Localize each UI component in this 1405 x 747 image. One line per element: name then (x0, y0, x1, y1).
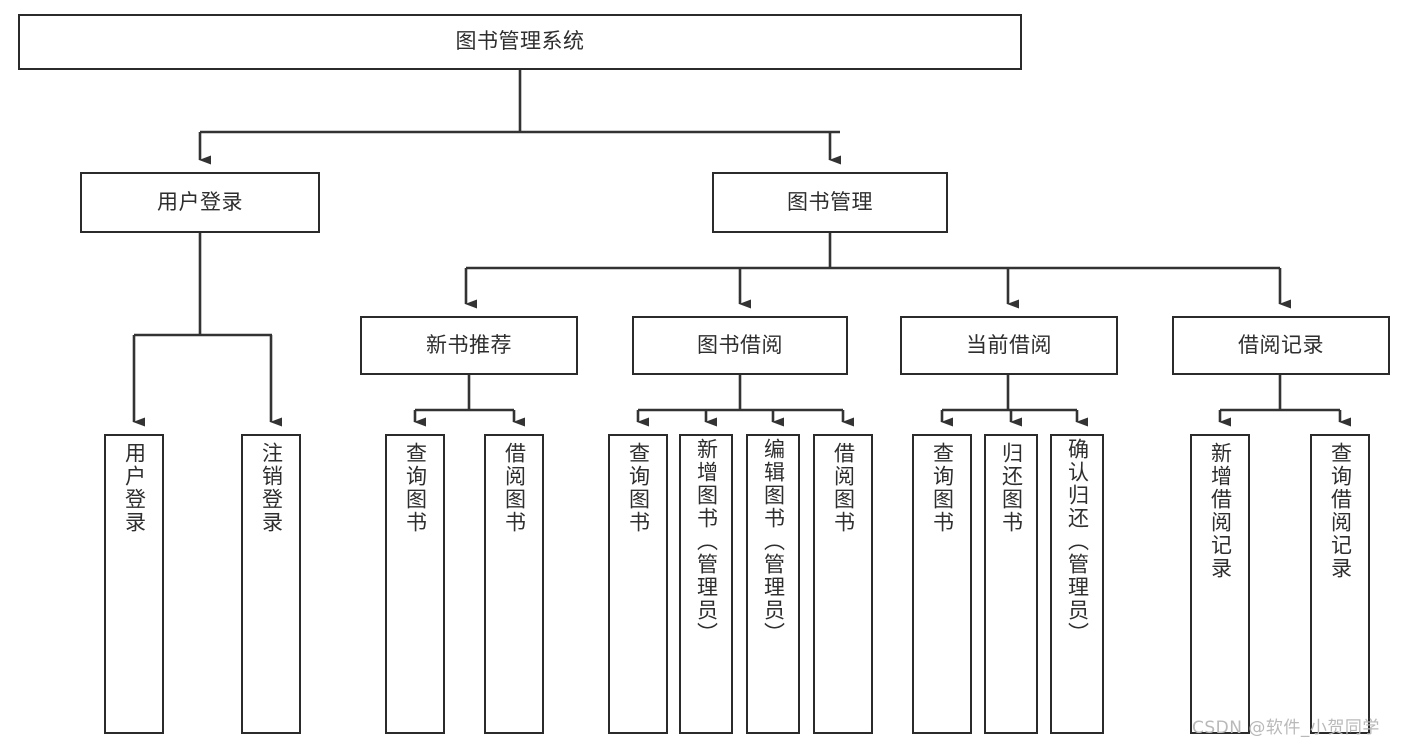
leaf-user-login-label: 用户登录 (122, 442, 147, 534)
leaf-return-book[interactable]: 归还图书 (984, 434, 1038, 734)
leaf-borrow-book[interactable]: 借阅图书 (813, 434, 873, 734)
node-borrow-record-label: 借阅记录 (1238, 332, 1324, 357)
node-book-borrow-label: 图书借阅 (697, 332, 783, 357)
leaf-confirm-return-admin-label: 确认归还（管理员） (1065, 438, 1090, 645)
leaf-return-book-label: 归还图书 (999, 442, 1024, 534)
leaf-add-book-admin-label: 新增图书（管理员） (694, 438, 719, 645)
leaf-query-book-newbook[interactable]: 查询图书 (385, 434, 445, 734)
leaf-query-book-borrow-label: 查询图书 (626, 442, 651, 534)
leaf-confirm-return-admin[interactable]: 确认归还（管理员） (1050, 434, 1104, 734)
leaf-logout[interactable]: 注销登录 (241, 434, 301, 734)
node-book-management[interactable]: 图书管理 (712, 172, 948, 233)
node-current-borrow-label: 当前借阅 (966, 332, 1052, 357)
leaf-edit-book-admin-label: 编辑图书（管理员） (761, 438, 786, 645)
leaf-query-book-current[interactable]: 查询图书 (912, 434, 972, 734)
node-root-label: 图书管理系统 (455, 29, 585, 54)
leaf-borrow-book-label: 借阅图书 (831, 442, 856, 534)
node-book-management-label: 图书管理 (787, 189, 873, 214)
csdn-watermark: CSDN @软件_小贺同学 (1192, 718, 1380, 738)
node-user-login[interactable]: 用户登录 (80, 172, 320, 233)
node-borrow-record[interactable]: 借阅记录 (1172, 316, 1390, 375)
leaf-query-book-borrow[interactable]: 查询图书 (608, 434, 668, 734)
leaf-add-borrow-record-label: 新增借阅记录 (1208, 442, 1233, 580)
leaf-query-borrow-record[interactable]: 查询借阅记录 (1310, 434, 1370, 734)
node-current-borrow[interactable]: 当前借阅 (900, 316, 1118, 375)
leaf-borrow-book-newbook[interactable]: 借阅图书 (484, 434, 544, 734)
leaf-edit-book-admin[interactable]: 编辑图书（管理员） (746, 434, 800, 734)
node-book-borrow[interactable]: 图书借阅 (632, 316, 848, 375)
leaf-add-borrow-record[interactable]: 新增借阅记录 (1190, 434, 1250, 734)
leaf-query-book-current-label: 查询图书 (930, 442, 955, 534)
leaf-logout-label: 注销登录 (259, 442, 284, 534)
leaf-query-book-newbook-label: 查询图书 (403, 442, 428, 534)
node-new-book-recommend-label: 新书推荐 (426, 332, 512, 357)
node-user-login-label: 用户登录 (157, 189, 243, 214)
leaf-borrow-book-newbook-label: 借阅图书 (502, 442, 527, 534)
node-new-book-recommend[interactable]: 新书推荐 (360, 316, 578, 375)
leaf-user-login[interactable]: 用户登录 (104, 434, 164, 734)
leaf-query-borrow-record-label: 查询借阅记录 (1328, 442, 1353, 580)
node-root[interactable]: 图书管理系统 (18, 14, 1022, 70)
leaf-add-book-admin[interactable]: 新增图书（管理员） (679, 434, 733, 734)
